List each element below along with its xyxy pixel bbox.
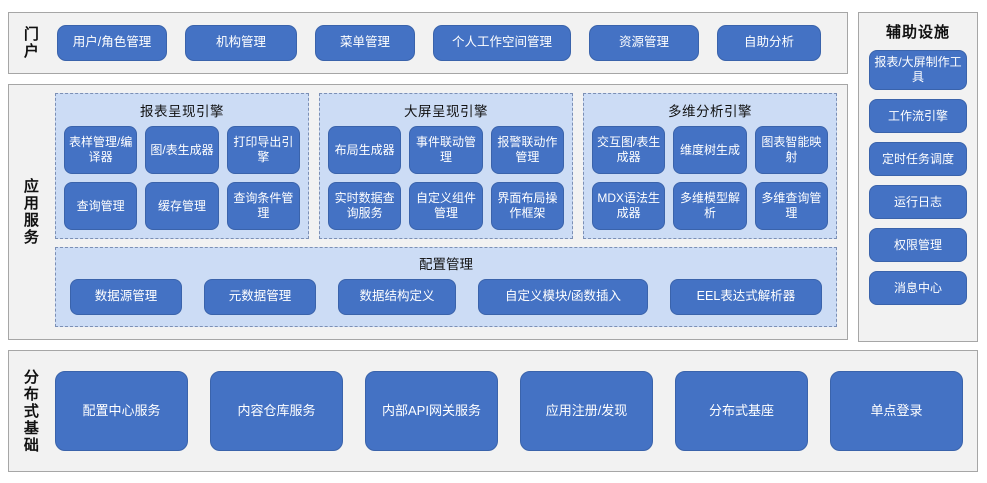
engine-multidimensional-analysis-title: 多维分析引擎	[668, 104, 752, 119]
config-item-eel-expression-parser[interactable]: EEL表达式解析器	[670, 279, 822, 315]
aux-item-permission-management[interactable]: 权限管理	[869, 228, 967, 262]
aux-item-runtime-log[interactable]: 运行日志	[869, 185, 967, 219]
distributed-foundation-section: 分布式基础 配置中心服务 内容仓库服务 内部API网关服务 应用注册/发现 分布…	[8, 350, 978, 472]
portal-item-self-service-analysis[interactable]: 自助分析	[717, 25, 821, 61]
distributed-item-content-repository-service[interactable]: 内容仓库服务	[210, 371, 343, 451]
engine-report-item-chart-table-generator[interactable]: 图/表生成器	[145, 126, 219, 174]
config-item-metadata-management[interactable]: 元数据管理	[204, 279, 316, 315]
application-services-section-label-text: 应用服务	[21, 178, 39, 246]
configuration-management-row: 数据源管理 元数据管理 数据结构定义 自定义模块/函数插入 EEL表达式解析器	[66, 278, 826, 318]
aux-item-workflow-engine[interactable]: 工作流引擎	[869, 99, 967, 133]
portal-item-org-management[interactable]: 机构管理	[185, 25, 297, 61]
engine-dashboard-item-event-linkage-management[interactable]: 事件联动管理	[409, 126, 483, 174]
distributed-foundation-row: 配置中心服务 内容仓库服务 内部API网关服务 应用注册/发现 分布式基座 单点…	[51, 351, 977, 471]
engine-dashboard-rendering-title: 大屏呈现引擎	[404, 104, 488, 119]
engine-report-item-query-condition-management[interactable]: 查询条件管理	[226, 182, 300, 230]
engine-olap-item-mdx-syntax-generator[interactable]: MDX语法生成器	[592, 182, 666, 230]
aux-facilities-section: 辅助设施 报表/大屏制作工具 工作流引擎 定时任务调度 运行日志 权限管理 消息…	[858, 12, 978, 342]
configuration-management-title: 配置管理	[419, 257, 473, 272]
aux-item-scheduled-task-scheduler[interactable]: 定时任务调度	[869, 142, 967, 176]
distributed-foundation-section-label-text: 分布式基础	[21, 368, 39, 454]
engine-report-rendering: 报表呈现引擎 表样管理/编译器 图/表生成器 打印导出引擎 查询管理 缓存管理 …	[55, 93, 309, 239]
config-item-custom-module-function-insertion[interactable]: 自定义模块/函数插入	[478, 279, 648, 315]
config-item-data-structure-definition[interactable]: 数据结构定义	[338, 279, 456, 315]
portal-section: 门户 用户/角色管理 机构管理 菜单管理 个人工作空间管理 资源管理 自助分析	[8, 12, 848, 74]
engine-report-rendering-title: 报表呈现引擎	[140, 104, 224, 119]
distributed-foundation-section-label: 分布式基础	[9, 351, 51, 471]
engine-dashboard-rendering-grid: 布局生成器 事件联动管理 报警联动作管理 实时数据查询服务 自定义组件管理 界面…	[328, 126, 564, 230]
distributed-item-app-registration-discovery[interactable]: 应用注册/发现	[520, 371, 653, 451]
distributed-item-config-center-service[interactable]: 配置中心服务	[55, 371, 188, 451]
portal-item-user-role-management[interactable]: 用户/角色管理	[57, 25, 167, 61]
portal-item-menu-management[interactable]: 菜单管理	[315, 25, 415, 61]
engine-multidimensional-analysis-grid: 交互图/表生成器 维度树生成 图表智能映射 MDX语法生成器 多维模型解析 多维…	[592, 126, 828, 230]
distributed-item-distributed-base[interactable]: 分布式基座	[675, 371, 808, 451]
aux-facilities-title: 辅助设施	[885, 24, 950, 41]
engine-dashboard-item-layout-generator[interactable]: 布局生成器	[328, 126, 402, 174]
distributed-item-internal-api-gateway-service[interactable]: 内部API网关服务	[365, 371, 498, 451]
engine-report-item-print-export-engine[interactable]: 打印导出引擎	[226, 126, 300, 174]
application-services-body: 报表呈现引擎 表样管理/编译器 图/表生成器 打印导出引擎 查询管理 缓存管理 …	[51, 85, 847, 339]
engine-report-rendering-grid: 表样管理/编译器 图/表生成器 打印导出引擎 查询管理 缓存管理 查询条件管理	[64, 126, 300, 230]
engine-report-item-template-management-compiler[interactable]: 表样管理/编译器	[64, 126, 138, 174]
engine-olap-item-chart-smart-mapping[interactable]: 图表智能映射	[754, 126, 828, 174]
application-services-section: 应用服务 报表呈现引擎 表样管理/编译器 图/表生成器 打印导出引擎 查询管理 …	[8, 84, 848, 340]
portal-item-resource-management[interactable]: 资源管理	[589, 25, 699, 61]
engine-report-item-query-management[interactable]: 查询管理	[64, 182, 138, 230]
engine-olap-item-interactive-chart-table-generator[interactable]: 交互图/表生成器	[592, 126, 666, 174]
engine-olap-item-dimension-tree-generation[interactable]: 维度树生成	[673, 126, 747, 174]
aux-item-message-center[interactable]: 消息中心	[869, 271, 967, 305]
engine-report-item-cache-management[interactable]: 缓存管理	[145, 182, 219, 230]
engine-dashboard-item-custom-component-management[interactable]: 自定义组件管理	[409, 182, 483, 230]
aux-facilities-list: 报表/大屏制作工具 工作流引擎 定时任务调度 运行日志 权限管理 消息中心	[869, 50, 967, 305]
engine-olap-item-multidimensional-query-management[interactable]: 多维查询管理	[754, 182, 828, 230]
aux-item-report-dashboard-authoring-tool[interactable]: 报表/大屏制作工具	[869, 50, 967, 90]
engine-dashboard-rendering: 大屏呈现引擎 布局生成器 事件联动管理 报警联动作管理 实时数据查询服务 自定义…	[319, 93, 573, 239]
config-item-datasource-management[interactable]: 数据源管理	[70, 279, 182, 315]
portal-item-personal-workspace-management[interactable]: 个人工作空间管理	[433, 25, 571, 61]
portal-button-row: 用户/角色管理 机构管理 菜单管理 个人工作空间管理 资源管理 自助分析	[51, 13, 847, 73]
engine-multidimensional-analysis: 多维分析引擎 交互图/表生成器 维度树生成 图表智能映射 MDX语法生成器 多维…	[583, 93, 837, 239]
distributed-item-single-sign-on[interactable]: 单点登录	[830, 371, 963, 451]
portal-section-label: 门户	[9, 13, 51, 73]
engine-dashboard-item-alarm-linkage-action-management[interactable]: 报警联动作管理	[490, 126, 564, 174]
application-services-section-label: 应用服务	[9, 85, 51, 339]
engine-dashboard-item-ui-layout-operation-framework[interactable]: 界面布局操作框架	[490, 182, 564, 230]
engine-group-row: 报表呈现引擎 表样管理/编译器 图/表生成器 打印导出引擎 查询管理 缓存管理 …	[55, 93, 837, 239]
engine-dashboard-item-realtime-data-query-service[interactable]: 实时数据查询服务	[328, 182, 402, 230]
engine-olap-item-multidimensional-model-parsing[interactable]: 多维模型解析	[673, 182, 747, 230]
configuration-management-group: 配置管理 数据源管理 元数据管理 数据结构定义 自定义模块/函数插入 EEL表达…	[55, 247, 837, 327]
portal-section-label-text: 门户	[21, 26, 39, 60]
